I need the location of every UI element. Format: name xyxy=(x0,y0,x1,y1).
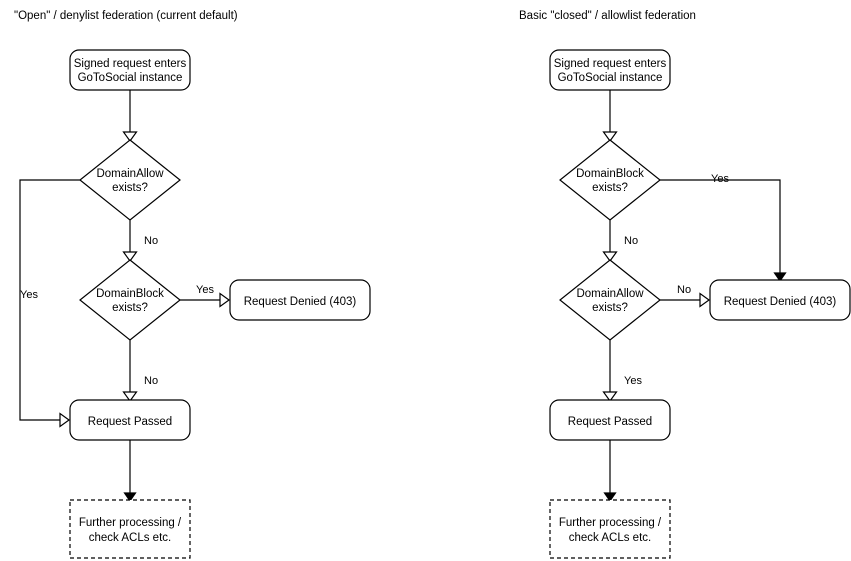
node-decision-domainblock-left-line2: exists? xyxy=(112,302,148,314)
node-start-right-shape xyxy=(549,49,671,91)
node-request-passed-right: Request Passed xyxy=(549,399,671,441)
edge-label-domainblock-yes-left: Yes xyxy=(196,284,214,296)
edge-domainallow-no-right: No xyxy=(660,284,711,308)
node-further-processing-left-line1: Further processing / xyxy=(79,517,182,529)
edge-domainallow-yes-right: Yes xyxy=(602,340,642,403)
node-request-passed-left: Request Passed xyxy=(69,399,191,441)
node-decision-domainallow-right-shape xyxy=(559,259,661,341)
node-decision-domainallow-right-line2: exists? xyxy=(592,302,628,314)
node-start-left-label-line1: Signed request enters xyxy=(74,58,187,70)
edge-passed-to-further-right xyxy=(603,440,617,503)
node-request-denied-right: Request Denied (403) xyxy=(709,279,851,321)
node-decision-domainallow-left: DomainAllow exists? xyxy=(79,139,181,221)
node-further-processing-left-shape xyxy=(69,499,191,559)
edge-domainblock-no-right: No xyxy=(602,220,638,263)
node-request-denied-left: Request Denied (403) xyxy=(229,279,371,321)
node-decision-domainallow-left-shape xyxy=(79,139,181,221)
edge-label-domainblock-no-right: No xyxy=(624,235,638,247)
edge-domainallow-no-left: No xyxy=(122,220,158,263)
edge-domainblock-yes-left: Yes xyxy=(180,284,231,308)
node-decision-domainblock-right-line1: DomainBlock xyxy=(576,168,644,180)
node-start-right-label-line1: Signed request enters xyxy=(554,58,667,70)
diagram-open-denylist: "Open" / denylist federation (current de… xyxy=(14,10,371,559)
node-further-processing-left: Further processing / check ACLs etc. xyxy=(69,499,191,559)
node-further-processing-right-shape xyxy=(549,499,671,559)
node-request-denied-right-label: Request Denied (403) xyxy=(724,296,837,308)
node-decision-domainblock-left-line1: DomainBlock xyxy=(96,288,164,300)
node-decision-domainblock-right-shape xyxy=(559,139,661,221)
node-request-denied-right-shape xyxy=(709,279,851,321)
node-further-processing-right-line1: Further processing / xyxy=(559,517,662,529)
edge-start-to-domainblock-right xyxy=(602,90,618,143)
edge-domainblock-no-left: No xyxy=(122,340,158,403)
diagram-title-left: "Open" / denylist federation (current de… xyxy=(14,10,238,22)
edge-label-domainallow-no-left: No xyxy=(144,235,158,247)
node-start-left-label-line2: GoToSocial instance xyxy=(78,72,183,84)
node-decision-domainallow-right: DomainAllow exists? xyxy=(559,259,661,341)
edge-label-domainallow-yes-left: Yes xyxy=(20,289,38,301)
node-request-passed-right-label: Request Passed xyxy=(568,416,652,428)
node-start-left: Signed request enters GoToSocial instanc… xyxy=(69,49,191,91)
node-start-right: Signed request enters GoToSocial instanc… xyxy=(549,49,671,91)
node-request-passed-left-label: Request Passed xyxy=(88,416,172,428)
edge-domainblock-yes-right: Yes xyxy=(660,173,787,283)
node-decision-domainblock-left: DomainBlock exists? xyxy=(79,259,181,341)
diagram-closed-allowlist: Basic "closed" / allowlist federation Si… xyxy=(519,10,851,559)
node-decision-domainblock-right: DomainBlock exists? xyxy=(559,139,661,221)
edge-domainallow-yes-left: Yes xyxy=(19,179,80,428)
node-further-processing-right-line2: check ACLs etc. xyxy=(569,532,651,544)
node-decision-domainblock-left-shape xyxy=(79,259,181,341)
node-start-left-shape xyxy=(69,49,191,91)
edge-label-domainblock-yes-right: Yes xyxy=(711,173,729,185)
node-request-denied-left-label: Request Denied (403) xyxy=(244,296,357,308)
node-decision-domainallow-left-line2: exists? xyxy=(112,182,148,194)
node-further-processing-right: Further processing / check ACLs etc. xyxy=(549,499,671,559)
node-decision-domainblock-right-line2: exists? xyxy=(592,182,628,194)
edge-label-domainallow-no-right: No xyxy=(677,284,691,296)
edge-label-domainblock-no-left: No xyxy=(144,375,158,387)
edge-label-domainallow-yes-right: Yes xyxy=(624,375,642,387)
edge-passed-to-further-left xyxy=(123,440,137,503)
edge-start-to-domainallow-left xyxy=(122,90,138,143)
node-decision-domainallow-right-line1: DomainAllow xyxy=(576,288,644,300)
diagram-title-right: Basic "closed" / allowlist federation xyxy=(519,10,696,22)
node-request-denied-left-shape xyxy=(229,279,371,321)
node-further-processing-left-line2: check ACLs etc. xyxy=(89,532,171,544)
node-start-right-label-line2: GoToSocial instance xyxy=(558,72,663,84)
node-decision-domainallow-left-line1: DomainAllow xyxy=(96,168,164,180)
